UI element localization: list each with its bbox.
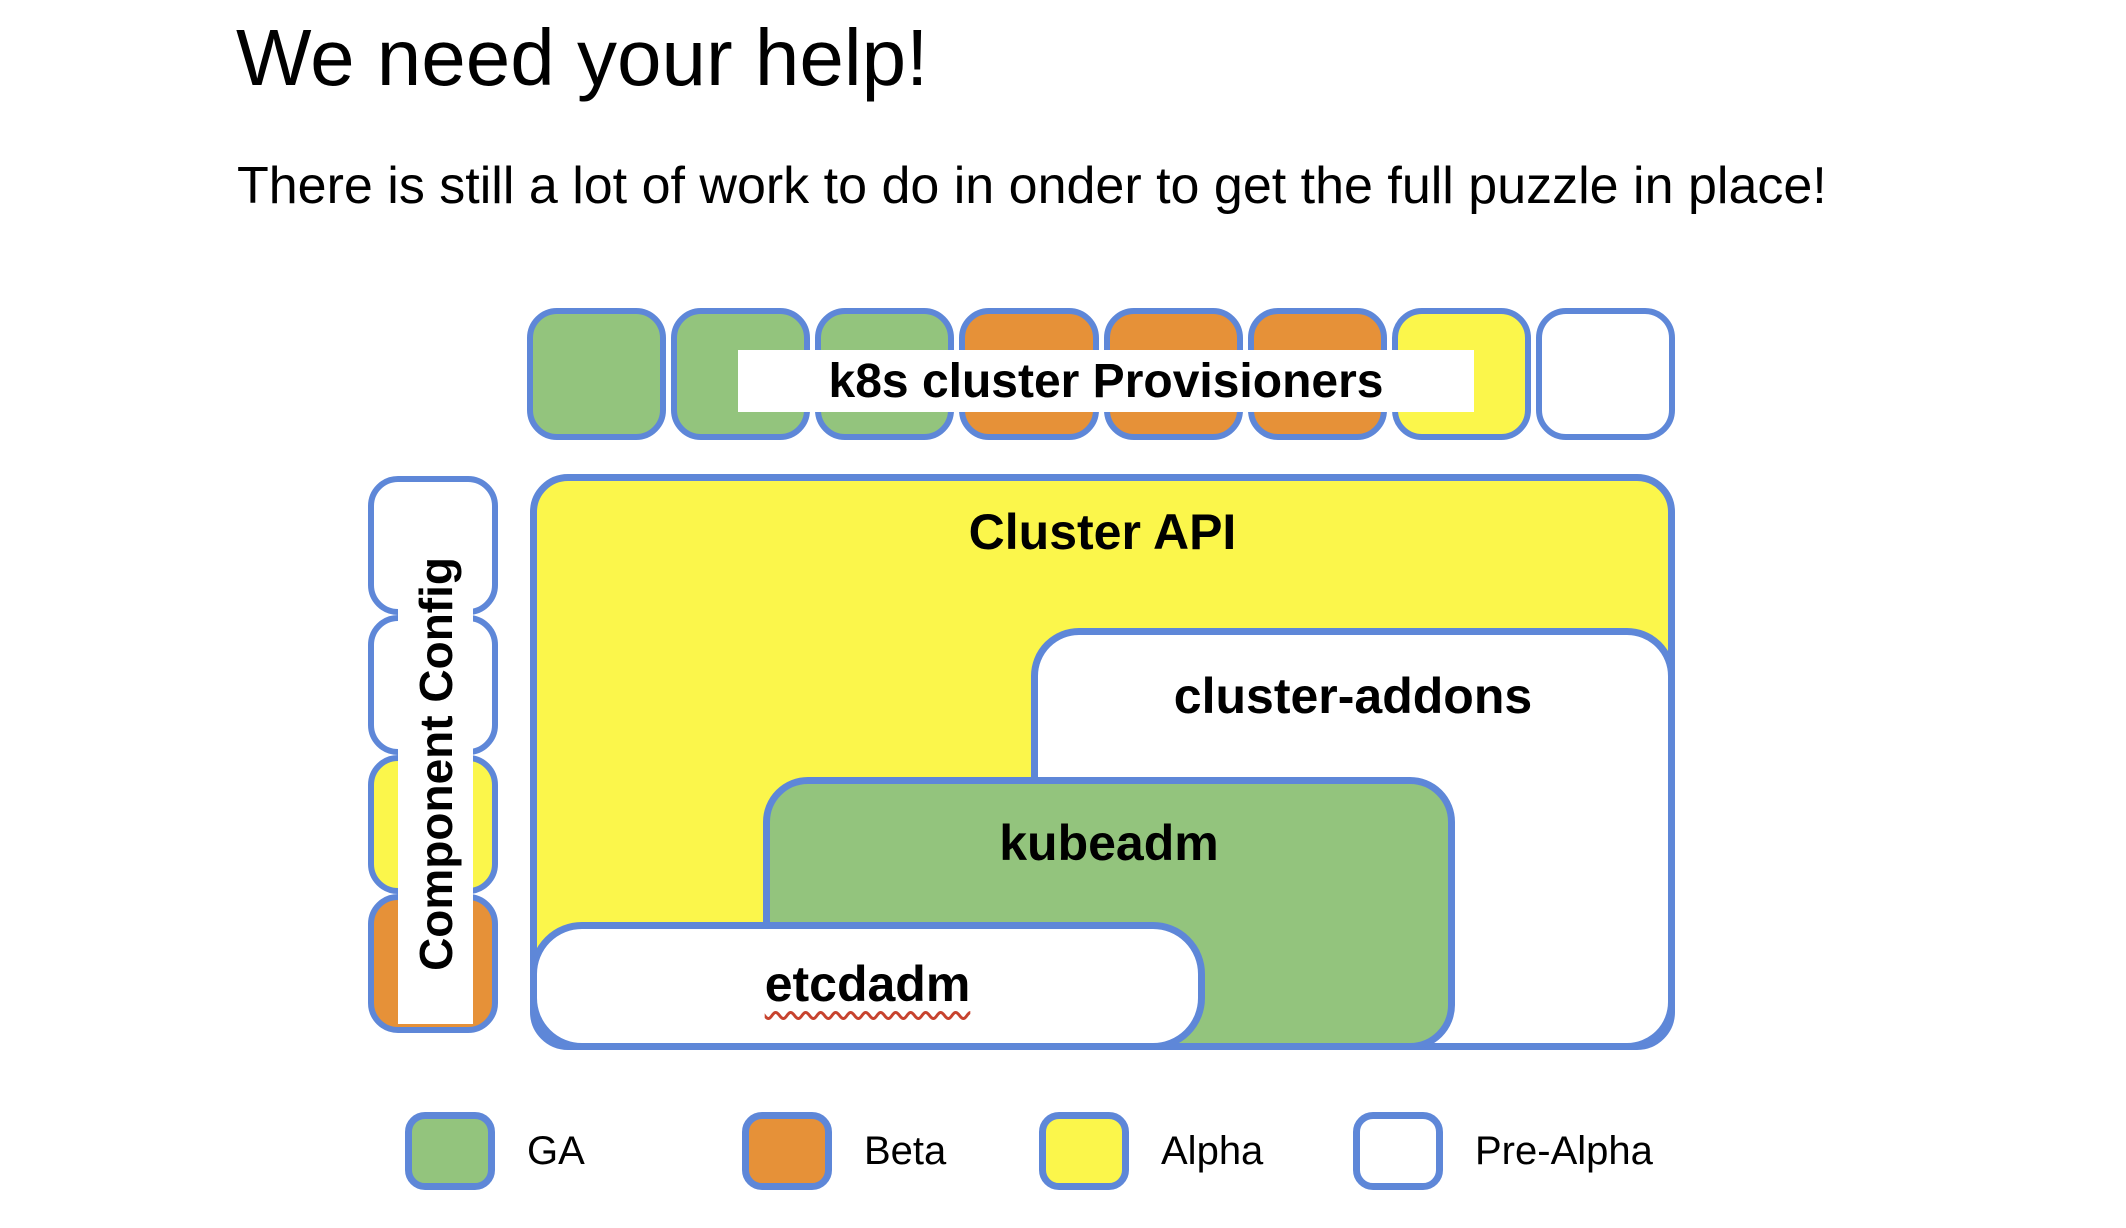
provisioner-piece-8 bbox=[1535, 308, 1675, 440]
provisioners-label-band: k8s cluster Provisioners bbox=[738, 350, 1474, 412]
slide-subtitle: There is still a lot of work to do in on… bbox=[237, 157, 1827, 215]
cluster-api-label: Cluster API bbox=[968, 504, 1237, 560]
etcdadm-box: etcdadm bbox=[530, 922, 1205, 1050]
legend-swatch-beta bbox=[742, 1112, 832, 1190]
legend-label-beta: Beta bbox=[864, 1128, 947, 1173]
legend-item-alpha: Alpha bbox=[1039, 1112, 1263, 1190]
component-config-label-band: Component Config bbox=[398, 503, 473, 1024]
legend-label-prealpha: Pre-Alpha bbox=[1475, 1128, 1653, 1173]
legend-label-alpha: Alpha bbox=[1161, 1128, 1264, 1173]
legend-item-prealpha: Pre-Alpha bbox=[1353, 1112, 1653, 1190]
legend-item-ga: GA bbox=[405, 1112, 585, 1190]
etcdadm-label: etcdadm bbox=[764, 956, 971, 1012]
legend-item-beta: Beta bbox=[742, 1112, 946, 1190]
legend-swatch-alpha bbox=[1039, 1112, 1129, 1190]
legend-label-ga: GA bbox=[527, 1128, 585, 1173]
provisioner-piece-1 bbox=[527, 308, 667, 440]
kubeadm-label: kubeadm bbox=[999, 815, 1219, 871]
legend-swatch-prealpha bbox=[1353, 1112, 1443, 1190]
cluster-addons-label: cluster-addons bbox=[1173, 668, 1533, 724]
slide-title: We need your help! bbox=[236, 13, 929, 102]
legend-swatch-ga bbox=[405, 1112, 495, 1190]
component-config-label: Component Config bbox=[409, 556, 462, 971]
provisioners-label: k8s cluster Provisioners bbox=[828, 354, 1384, 408]
